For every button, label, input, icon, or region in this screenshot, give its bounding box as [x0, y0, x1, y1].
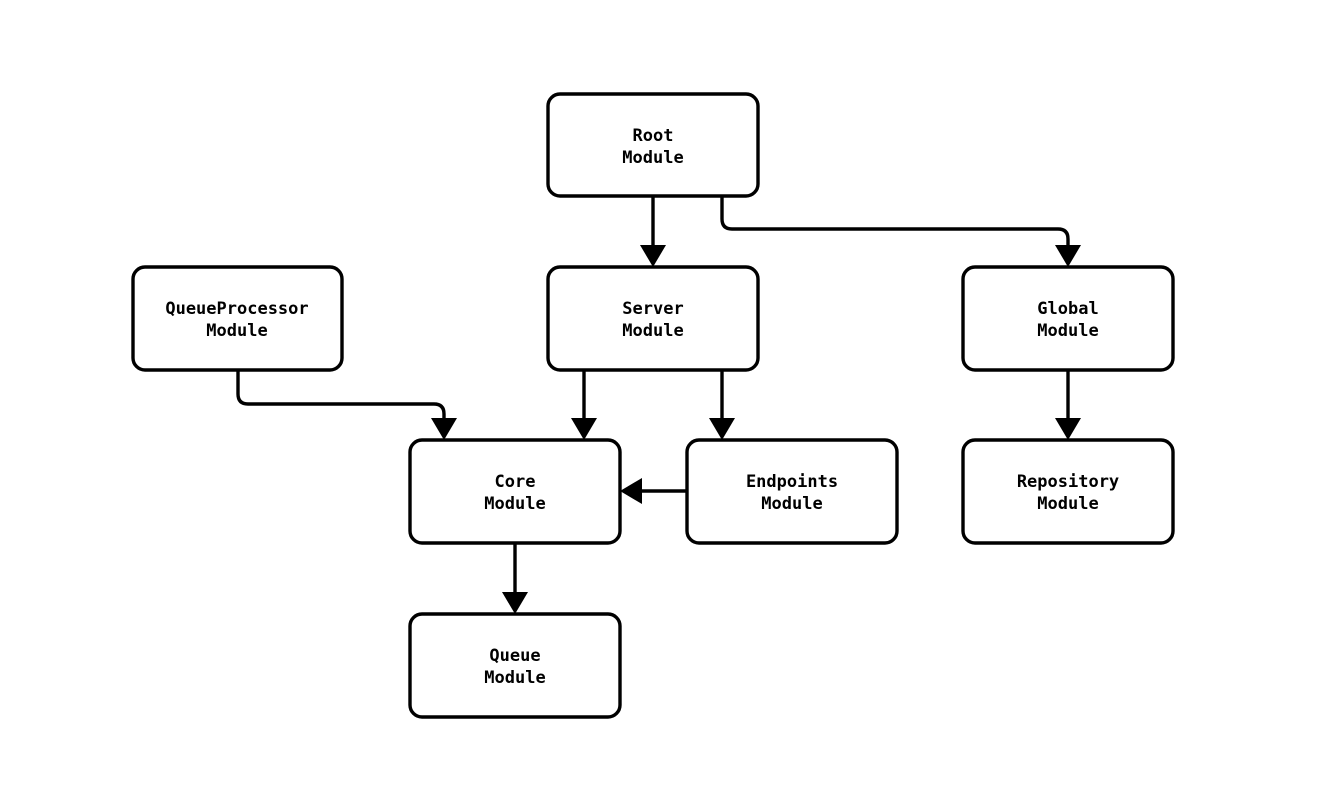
- edge-server-to-endpoints: [709, 370, 735, 440]
- arrowhead-down: [709, 418, 735, 440]
- node-label-line2: Module: [484, 668, 545, 688]
- node-label-line1: QueueProcessor: [165, 299, 308, 319]
- arrowhead-down: [1055, 245, 1081, 267]
- node-label-line1: Global: [1037, 299, 1098, 319]
- edge-global-to-repository: [1055, 370, 1081, 440]
- edge-queueprocessor-to-core: [236, 370, 457, 440]
- node-label-line1: Queue: [489, 646, 540, 666]
- arrowhead-down: [502, 592, 528, 614]
- node-box[interactable]: [685, 438, 899, 545]
- node-label-line2: Module: [1037, 494, 1098, 514]
- node-root-module[interactable]: Root Module: [546, 92, 760, 198]
- edge-endpoints-to-core: [620, 478, 687, 504]
- node-global-module[interactable]: Global Module: [961, 265, 1175, 372]
- edge-root-to-server: [640, 196, 666, 267]
- node-core-module[interactable]: Core Module: [408, 438, 622, 545]
- node-label-line2: Module: [622, 321, 683, 341]
- node-label-line1: Root: [633, 126, 674, 146]
- node-label-line2: Module: [761, 494, 822, 514]
- node-box[interactable]: [961, 438, 1175, 545]
- node-label-line1: Repository: [1017, 472, 1119, 492]
- node-label-line2: Module: [622, 148, 683, 168]
- node-box[interactable]: [961, 265, 1175, 372]
- node-label-line1: Endpoints: [746, 472, 838, 492]
- node-box[interactable]: [546, 265, 760, 372]
- edge-core-to-queue: [502, 543, 528, 614]
- node-label-line2: Module: [484, 494, 545, 514]
- arrowhead-down: [1055, 418, 1081, 440]
- node-box[interactable]: [131, 265, 344, 372]
- arrowhead-left: [620, 478, 642, 504]
- node-label-line2: Module: [1037, 321, 1098, 341]
- node-label-line1: Server: [622, 299, 683, 319]
- node-layer: Root Module QueueProcessor Module Server…: [131, 92, 1175, 719]
- node-queue-module[interactable]: Queue Module: [408, 612, 622, 719]
- arrowhead-down: [431, 418, 457, 440]
- node-label-line2: Module: [206, 321, 267, 341]
- node-repository-module[interactable]: Repository Module: [961, 438, 1175, 545]
- node-endpoints-module[interactable]: Endpoints Module: [685, 438, 899, 545]
- node-box[interactable]: [408, 438, 622, 545]
- arrowhead-down: [571, 418, 597, 440]
- edge-server-to-core: [571, 370, 597, 440]
- node-label-line1: Core: [495, 472, 536, 492]
- edge-layer: [236, 196, 1081, 614]
- edge-line: [236, 370, 446, 425]
- node-box[interactable]: [546, 92, 760, 198]
- edge-line: [720, 196, 1070, 252]
- edge-root-to-global: [720, 196, 1081, 267]
- node-server-module[interactable]: Server Module: [546, 265, 760, 372]
- node-queueprocessor-module[interactable]: QueueProcessor Module: [131, 265, 344, 372]
- node-box[interactable]: [408, 612, 622, 719]
- arrowhead-down: [640, 245, 666, 267]
